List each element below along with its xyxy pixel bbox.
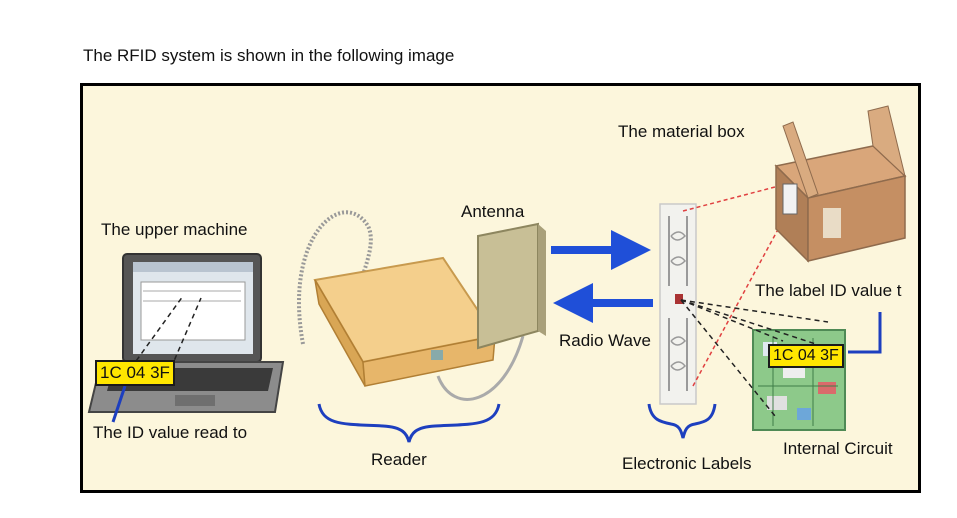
rfid-diagram: The upper machine Antenna The material b… <box>80 83 921 493</box>
label-id-value-read: The ID value read to <box>93 423 248 442</box>
label-antenna: Antenna <box>461 202 525 221</box>
laptop-link-line <box>130 295 184 369</box>
laptop-link-line <box>170 297 202 369</box>
label-material-box: The material box <box>618 122 745 141</box>
tag-box-link <box>692 210 789 387</box>
material-box-icon <box>774 105 907 263</box>
antenna-icon <box>477 222 546 350</box>
tag-circuit-link <box>680 299 829 349</box>
label-electronic-labels: Electronic Labels <box>622 454 752 473</box>
labels-brace <box>647 403 717 439</box>
tag-circuit-link <box>680 299 829 323</box>
tag-circuit-link <box>680 299 776 417</box>
tag-circuit-link <box>680 299 784 342</box>
figure-intro: The RFID system is shown in the followin… <box>83 46 455 65</box>
label-radio-wave: Radio Wave <box>559 331 651 350</box>
label-label-id-value: The label ID value t <box>755 281 902 300</box>
label-upper-machine: The upper machine <box>101 220 248 239</box>
label-reader: Reader <box>371 450 427 469</box>
reader-icon <box>313 256 497 387</box>
label-internal-circuit: Internal Circuit <box>783 439 893 458</box>
id-tag-laptop: 1C 04 3F <box>95 360 175 386</box>
reader-antenna-cable <box>436 335 525 401</box>
reader-brace <box>317 403 501 443</box>
id-read-callout <box>111 385 127 423</box>
id-tag-circuit: 1C 04 3F <box>768 344 844 368</box>
label-id-callout <box>848 312 882 354</box>
